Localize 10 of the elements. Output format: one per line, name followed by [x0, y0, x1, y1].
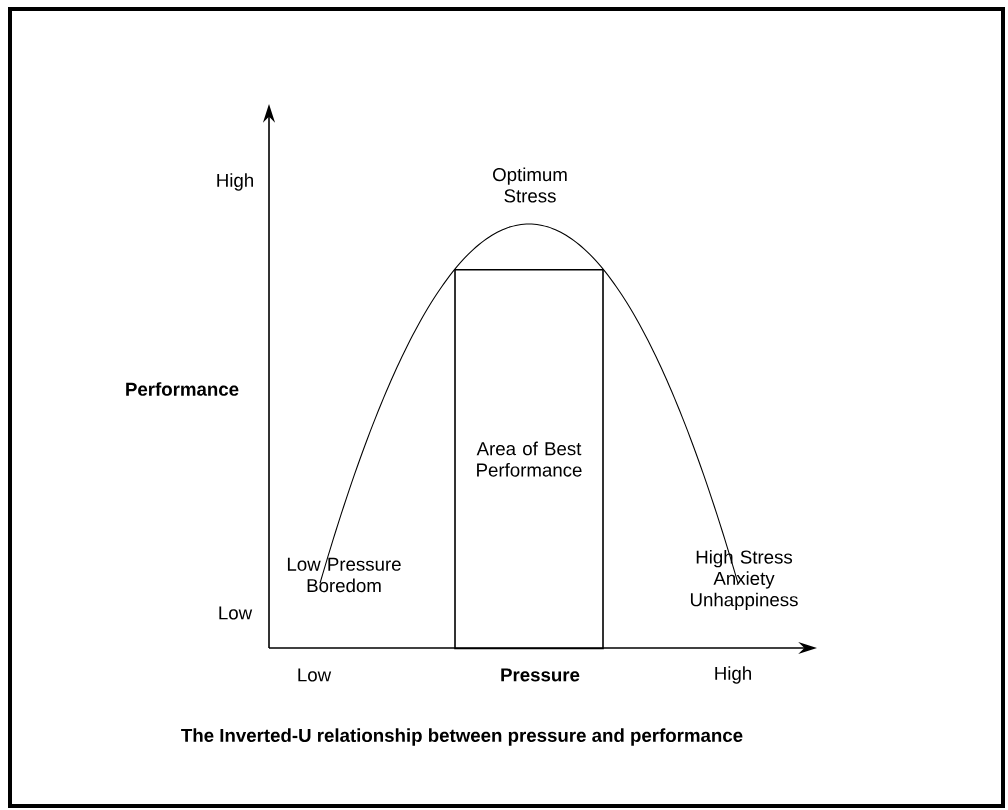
rectangle-region: Area of Best Performance — [454, 269, 604, 650]
axis-tick-label: Low — [219, 606, 253, 620]
axis-title: Pressure — [501, 668, 580, 682]
curve-annotation: Optimum Stress — [493, 167, 567, 203]
caption: The Inverted-U relationship between pressure and performance — [181, 728, 743, 746]
axis-title: Performance — [126, 382, 239, 396]
curve-annotation: Low Pressure Boredom — [287, 557, 401, 593]
axis-tick-label: High — [715, 666, 751, 684]
axis-tick-label: Low — [298, 668, 332, 682]
axis-tick-label: High — [217, 173, 253, 191]
